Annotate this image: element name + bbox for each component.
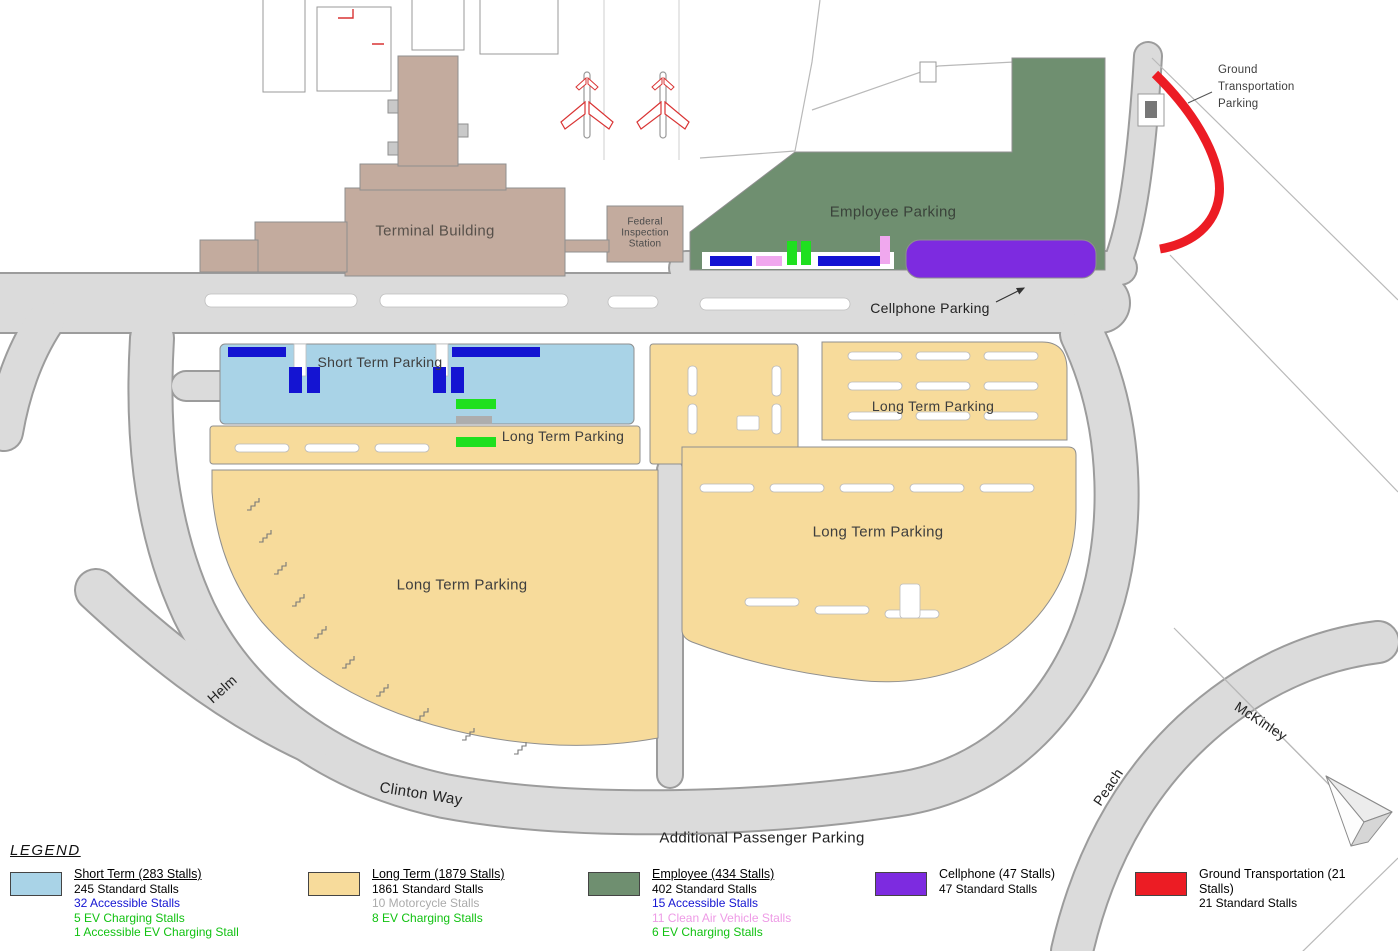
legend-line: 402 Standard Stalls: [652, 881, 757, 896]
short-term-swatch: [10, 872, 62, 896]
short-term-lot: [219, 343, 635, 425]
legend-item-cellphone: Cellphone (47 Stalls) 47 Standard Stalls: [875, 867, 1055, 896]
north-arrow-icon: [1325, 775, 1393, 847]
legend-item-title: Long Term (1879 Stalls): [372, 867, 505, 881]
long-term-parking-label: Long Term Parking: [812, 523, 944, 541]
legend-line: 245 Standard Stalls: [74, 881, 179, 896]
legend-line: 5 EV Charging Stalls: [74, 910, 185, 925]
legend-line: 1 Accessible EV Charging Stall: [74, 925, 239, 939]
legend-title: LEGEND: [10, 842, 81, 859]
road-islands: [204, 293, 851, 311]
ground-transportation-lane: [1151, 70, 1224, 254]
legend-line: 15 Accessible Stalls: [652, 896, 759, 910]
ground-transportation-label: Ground Transportation Parking: [1218, 64, 1295, 110]
long-term-lot-middle: [681, 446, 1077, 683]
terminal-buildings: [199, 55, 684, 277]
additional-passenger-parking-label: Additional Passenger Parking: [659, 829, 865, 847]
outlying-road-lines: [603, 0, 1398, 951]
long-term-lot-southwest: [211, 469, 659, 746]
terminal-building-label: Terminal Building: [375, 222, 495, 240]
employee-lot: [689, 57, 1106, 271]
long-term-swatch: [308, 872, 360, 896]
airside-buildings: [262, 0, 937, 93]
long-term-parking-label: Long Term Parking: [501, 428, 625, 444]
legend-line: 21 Standard Stalls: [1199, 896, 1298, 910]
legend-line: 10 Motorcycle Stalls: [372, 896, 480, 910]
legend-item-title: Short Term (283 Stalls): [74, 867, 202, 881]
cellphone-lot: [905, 239, 1097, 279]
legend-line: 11 Clean Air Vehicle Stalls: [652, 910, 792, 925]
cellphone-swatch: [875, 872, 927, 896]
shuttle-stop-icon: [1137, 93, 1165, 127]
legend-line: 1861 Standard Stalls: [372, 881, 484, 896]
parking-row-markers: [234, 343, 1039, 619]
employee-swatch: [588, 872, 640, 896]
long-term-parking-label: Long Term Parking: [396, 576, 528, 594]
legend-item-long-term: Long Term (1879 Stalls) 1861 Standard St…: [308, 867, 504, 925]
long-term-parking-label: Long Term Parking: [871, 398, 995, 414]
ground-transportation-swatch: [1135, 872, 1187, 896]
airplane-icon: [636, 71, 690, 139]
federal-inspection-label: Federal Inspection Station: [621, 216, 669, 250]
ground-leader-line: [1187, 91, 1213, 104]
legend-item-title: Cellphone (47 Stalls): [939, 867, 1056, 881]
legend-item-title: Ground Transportation (21 Stalls): [1199, 867, 1346, 896]
employee-parking-label: Employee Parking: [829, 203, 957, 221]
legend-item-employee: Employee (434 Stalls) 402 Standard Stall…: [588, 867, 791, 940]
legend-item-ground-transportation: Ground Transportation (21 Stalls) 21 Sta…: [1135, 867, 1359, 911]
cellphone-leader-arrow: [995, 287, 1026, 303]
stall-bars: [228, 236, 894, 447]
legend-item-title: Employee (434 Stalls): [652, 867, 775, 881]
legend-line: 6 EV Charging Stalls: [652, 925, 763, 939]
legend-line: 32 Accessible Stalls: [74, 896, 181, 910]
short-term-parking-label: Short Term Parking: [317, 354, 443, 370]
legend-line: 8 EV Charging Stalls: [372, 910, 483, 925]
cellphone-parking-label: Cellphone Parking: [870, 300, 990, 316]
legend-line: 47 Standard Stalls: [939, 881, 1038, 896]
federal-inspection-building: [606, 205, 684, 263]
airplane-icon: [560, 71, 614, 139]
legend-item-short-term: Short Term (283 Stalls) 245 Standard Sta…: [10, 867, 239, 940]
